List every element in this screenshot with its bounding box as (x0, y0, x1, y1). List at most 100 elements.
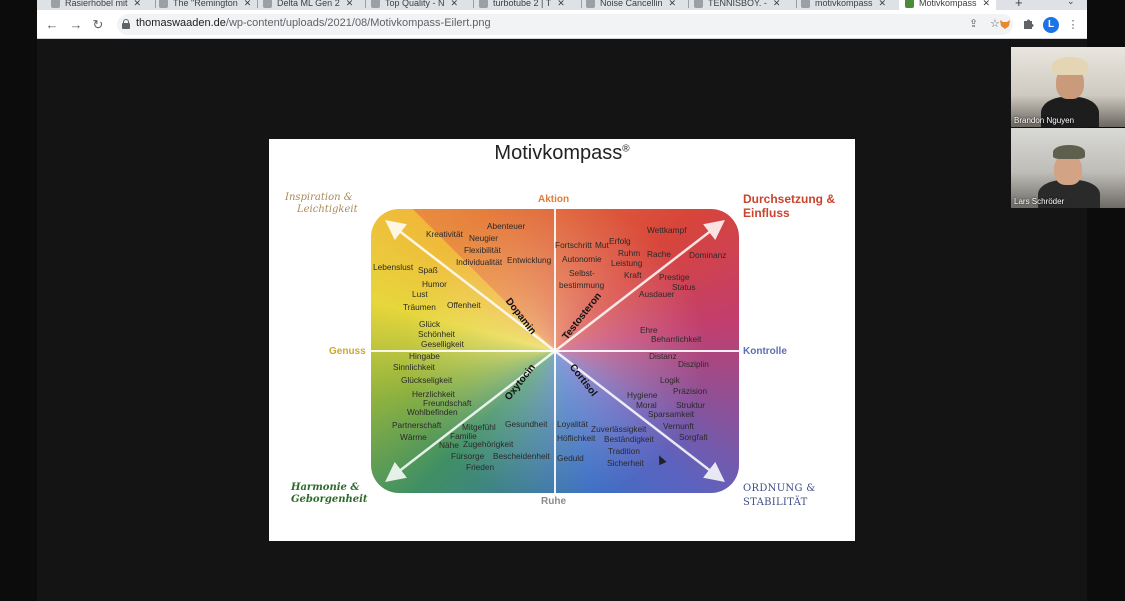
tab-2[interactable]: The "Remington✕ (159, 0, 251, 10)
motive-word: Disziplin (678, 359, 709, 369)
close-tab-icon[interactable]: ✕ (668, 0, 677, 8)
tab-7[interactable]: TENNISBOY. -✕ (694, 0, 780, 10)
motive-word: Leistung (611, 258, 643, 268)
motive-word: Status (672, 282, 696, 292)
motive-word: Offenheit (447, 300, 481, 310)
motive-word: Freundschaft (423, 398, 472, 408)
motive-word: Neugier (469, 233, 499, 243)
participant-tile-1[interactable]: Brandon Nguyen (1011, 47, 1125, 127)
motive-word: Bescheidenheit (493, 451, 550, 461)
close-tab-icon[interactable]: ✕ (345, 0, 354, 8)
participant-tile-2[interactable]: Lars Schröder (1011, 128, 1125, 208)
motive-word: Höflichkeit (557, 433, 596, 443)
motive-word: Lebenslust (373, 262, 414, 272)
motive-word: Dominanz (689, 250, 727, 260)
close-tab-icon[interactable]: ✕ (450, 0, 459, 8)
motive-word: Schönheit (418, 329, 455, 339)
video-cap (1052, 57, 1088, 75)
motive-word: Mut (595, 240, 609, 250)
fox-icon[interactable] (997, 17, 1013, 33)
motive-word: Flexibilität (464, 245, 501, 255)
motive-word: Loyalität (557, 419, 588, 429)
motive-word: Wärme (400, 432, 427, 442)
motive-compass: Dopamin Testosteron Oxytocin Cortisol Ab… (371, 209, 739, 493)
tab-1[interactable]: Rasierhobel mit✕ (51, 0, 141, 10)
motive-word: Träumen (403, 302, 436, 312)
motive-word: Selbst- (569, 268, 595, 278)
tab-active[interactable]: Motivkompass✕ (899, 0, 997, 10)
tab-6[interactable]: Noise Cancellin✕ (586, 0, 676, 10)
motive-word: Sorgfalt (679, 432, 708, 442)
menu-icon[interactable]: ⋮ (1067, 19, 1079, 31)
direction-left: Genuss (329, 346, 366, 357)
video-cap (1053, 145, 1085, 159)
close-tab-icon[interactable]: ✕ (772, 0, 781, 8)
corner-top-right: Durchsetzung &Einfluss (743, 192, 836, 221)
tab-5[interactable]: turbotube 2 | T✕ (479, 0, 565, 10)
lock-icon[interactable] (122, 19, 130, 29)
forward-button[interactable]: → (69, 17, 83, 32)
motive-word: Autonomie (562, 254, 602, 264)
motive-word: Glückseligkeit (401, 375, 453, 385)
browser-window: Rasierhobel mit✕ The "Remington✕ Delta M… (37, 0, 1087, 39)
motive-word: Mitgefühl (462, 422, 496, 432)
tab-8[interactable]: motivkompass✕ (801, 0, 886, 10)
address-bar[interactable]: thomaswaaden.de/wp-content/uploads/2021/… (117, 14, 1013, 35)
participant-name: Brandon Nguyen (1014, 116, 1075, 125)
motive-word: Frieden (466, 462, 495, 472)
favicon-icon (263, 0, 272, 8)
motive-word: Fürsorge (451, 451, 485, 461)
close-tab-icon[interactable]: ✕ (557, 0, 565, 8)
bookmark-star-icon[interactable]: ☆ (990, 18, 1000, 30)
reload-button[interactable]: ↻ (92, 17, 104, 32)
favicon-icon (371, 0, 380, 8)
motive-word: Beharrlichkeit (651, 334, 702, 344)
close-tab-icon[interactable]: ✕ (133, 0, 142, 8)
motive-word: Zugehörigkeit (463, 439, 514, 449)
motive-word: Struktur (676, 400, 706, 410)
motive-word: Moral (636, 400, 657, 410)
motive-word: Sparsamkeit (648, 409, 695, 419)
motive-word: Wettkampf (647, 225, 687, 235)
close-tab-icon[interactable]: ✕ (878, 0, 887, 8)
motive-word: Herzlichkeit (412, 389, 455, 399)
motive-word: Hygiene (627, 390, 658, 400)
participant-name: Lars Schröder (1014, 197, 1065, 206)
favicon-icon (694, 0, 703, 8)
motive-word: Partnerschaft (392, 420, 442, 430)
new-tab-button[interactable]: + (1015, 0, 1023, 10)
url-text[interactable]: thomaswaaden.de/wp-content/uploads/2021/… (136, 17, 491, 29)
favicon-icon (801, 0, 810, 8)
motive-word: Glück (419, 319, 441, 329)
direction-bottom: Ruhe (541, 496, 566, 507)
tab-4[interactable]: Top Quality - N✕ (371, 0, 458, 10)
tab-search-button[interactable]: ⌄ (1067, 0, 1075, 6)
tab-3[interactable]: Delta ML Gen 2✕ (263, 0, 353, 10)
direction-right: Kontrolle (743, 346, 787, 357)
motive-word: Ausdauer (639, 289, 675, 299)
motive-word: Erfolg (609, 236, 631, 246)
motive-word: Nähe (439, 440, 459, 450)
motive-word: Individualität (456, 257, 503, 267)
corner-bottom-right: Ordnung &Stabilität (743, 483, 816, 508)
motive-word: Tradition (608, 446, 640, 456)
corner-top-left: Inspiration &Leichtigkeit (285, 192, 358, 215)
motive-word: Vernunft (663, 421, 694, 431)
back-button[interactable]: ← (45, 17, 59, 32)
motive-word: Ruhm (618, 248, 641, 258)
close-tab-icon[interactable]: ✕ (243, 0, 252, 8)
motive-word: Zuverlässigkeit (591, 424, 647, 434)
motive-word: Spaß (418, 265, 438, 275)
motive-word: bestimmung (559, 280, 605, 290)
motive-word: Fortschritt (555, 240, 592, 250)
motive-word: Familie (450, 431, 477, 441)
profile-avatar[interactable]: L (1043, 17, 1059, 33)
motive-word: Prestige (659, 272, 690, 282)
close-tab-icon[interactable]: ✕ (982, 0, 991, 8)
share-icon[interactable]: ⇪ (969, 18, 979, 30)
puzzle-icon[interactable] (1020, 17, 1036, 33)
motive-word: Wohlbefinden (407, 407, 458, 417)
shared-image: Motivkompass® Inspiration &Leichtigkeit … (269, 139, 855, 541)
favicon-icon (479, 0, 488, 8)
